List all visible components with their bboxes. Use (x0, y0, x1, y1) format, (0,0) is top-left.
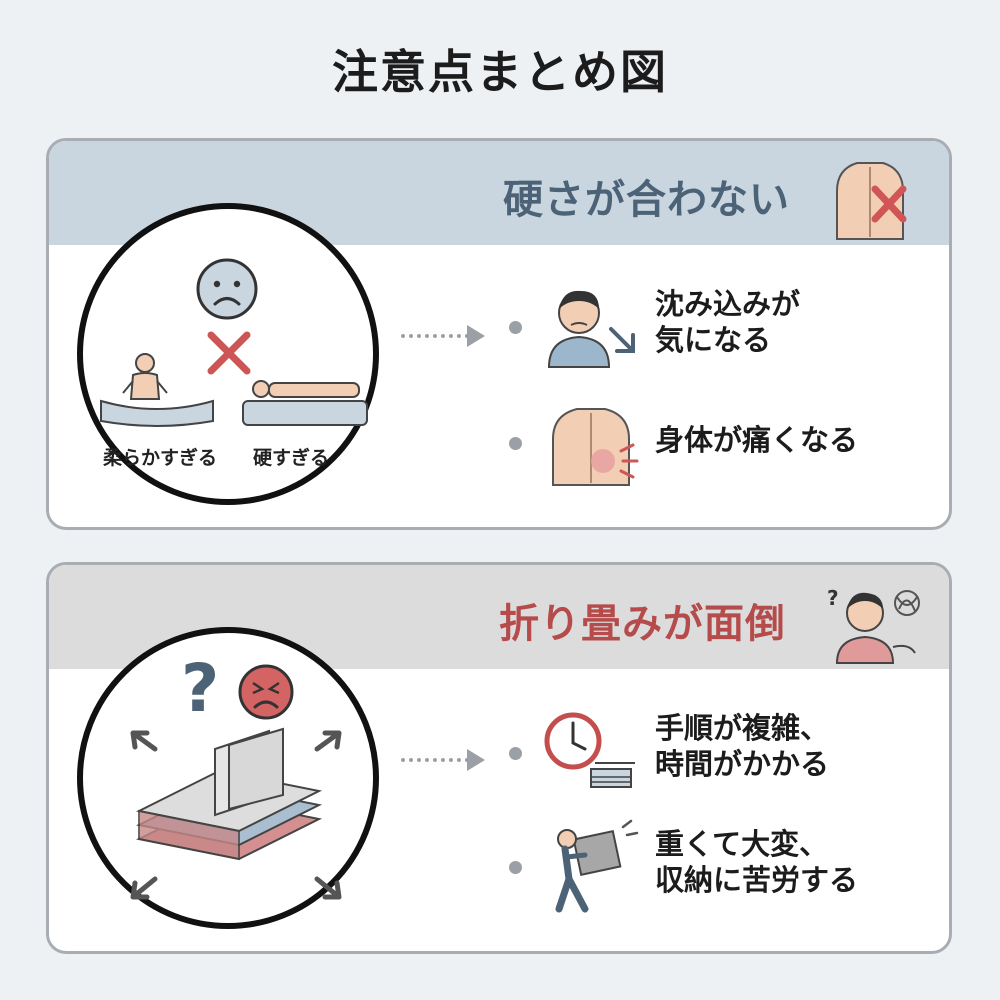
connector-arrowhead (467, 749, 485, 771)
pain-text: 身体が痛くなる (655, 423, 859, 457)
confused-person-icon: ? (827, 586, 920, 664)
expand-arrows-icon (130, 730, 342, 900)
connector-dots (401, 758, 469, 762)
hard-label: 硬すぎる (253, 447, 330, 469)
heavy-text: 重くて大変、 収納に苦労する (655, 827, 858, 899)
heavy-line-2: 収納に苦労する (655, 862, 859, 897)
svg-text:?: ? (181, 650, 219, 727)
sinking-person-icon (547, 290, 635, 368)
complex-line-1: 手順が複雑、 (655, 711, 830, 745)
angry-face-icon (238, 664, 294, 720)
clock-papers-icon (544, 712, 635, 788)
question-mark-icon: ? (181, 650, 219, 727)
connector-dots (401, 334, 469, 338)
carrying-person-icon (555, 819, 639, 913)
panel-header: 折り畳みが面倒 (499, 601, 786, 647)
panel-hardness: 硬さが合わない 柔らかすぎる 硬すぎる (46, 138, 952, 530)
sinking-line-2: 気になる (655, 322, 772, 357)
soft-label: 柔らかすぎる (103, 447, 218, 469)
back-pain-icon (552, 408, 639, 486)
bullet (509, 321, 522, 334)
bullet (509, 861, 522, 874)
complex-line-2: 時間がかかる (655, 746, 830, 781)
sad-face-icon (196, 258, 258, 320)
hardness-circle: 柔らかすぎる 硬すぎる (77, 203, 379, 505)
soft-mattress-icon (100, 353, 214, 427)
page-title: 注意点まとめ図 (332, 45, 668, 99)
panel-folding: 折り畳みが面倒 ? ? (46, 562, 952, 954)
back-x-icon (836, 162, 907, 240)
bullet (509, 437, 522, 450)
svg-text:?: ? (827, 586, 839, 610)
folding-circle: ? (77, 627, 379, 929)
bullet (509, 747, 522, 760)
sinking-line-1: 沈み込みが (655, 287, 801, 321)
panel-header: 硬さが合わない (503, 177, 790, 223)
complex-text: 手順が複雑、 時間がかかる (655, 711, 829, 783)
connector-arrowhead (467, 325, 485, 347)
heavy-line-1: 重くて大変、 (655, 827, 829, 861)
x-mark-icon (207, 331, 251, 375)
hard-mattress-icon (242, 380, 368, 426)
sinking-text: 沈み込みが 気になる (655, 287, 800, 359)
folding-mattress-icon (135, 727, 323, 861)
